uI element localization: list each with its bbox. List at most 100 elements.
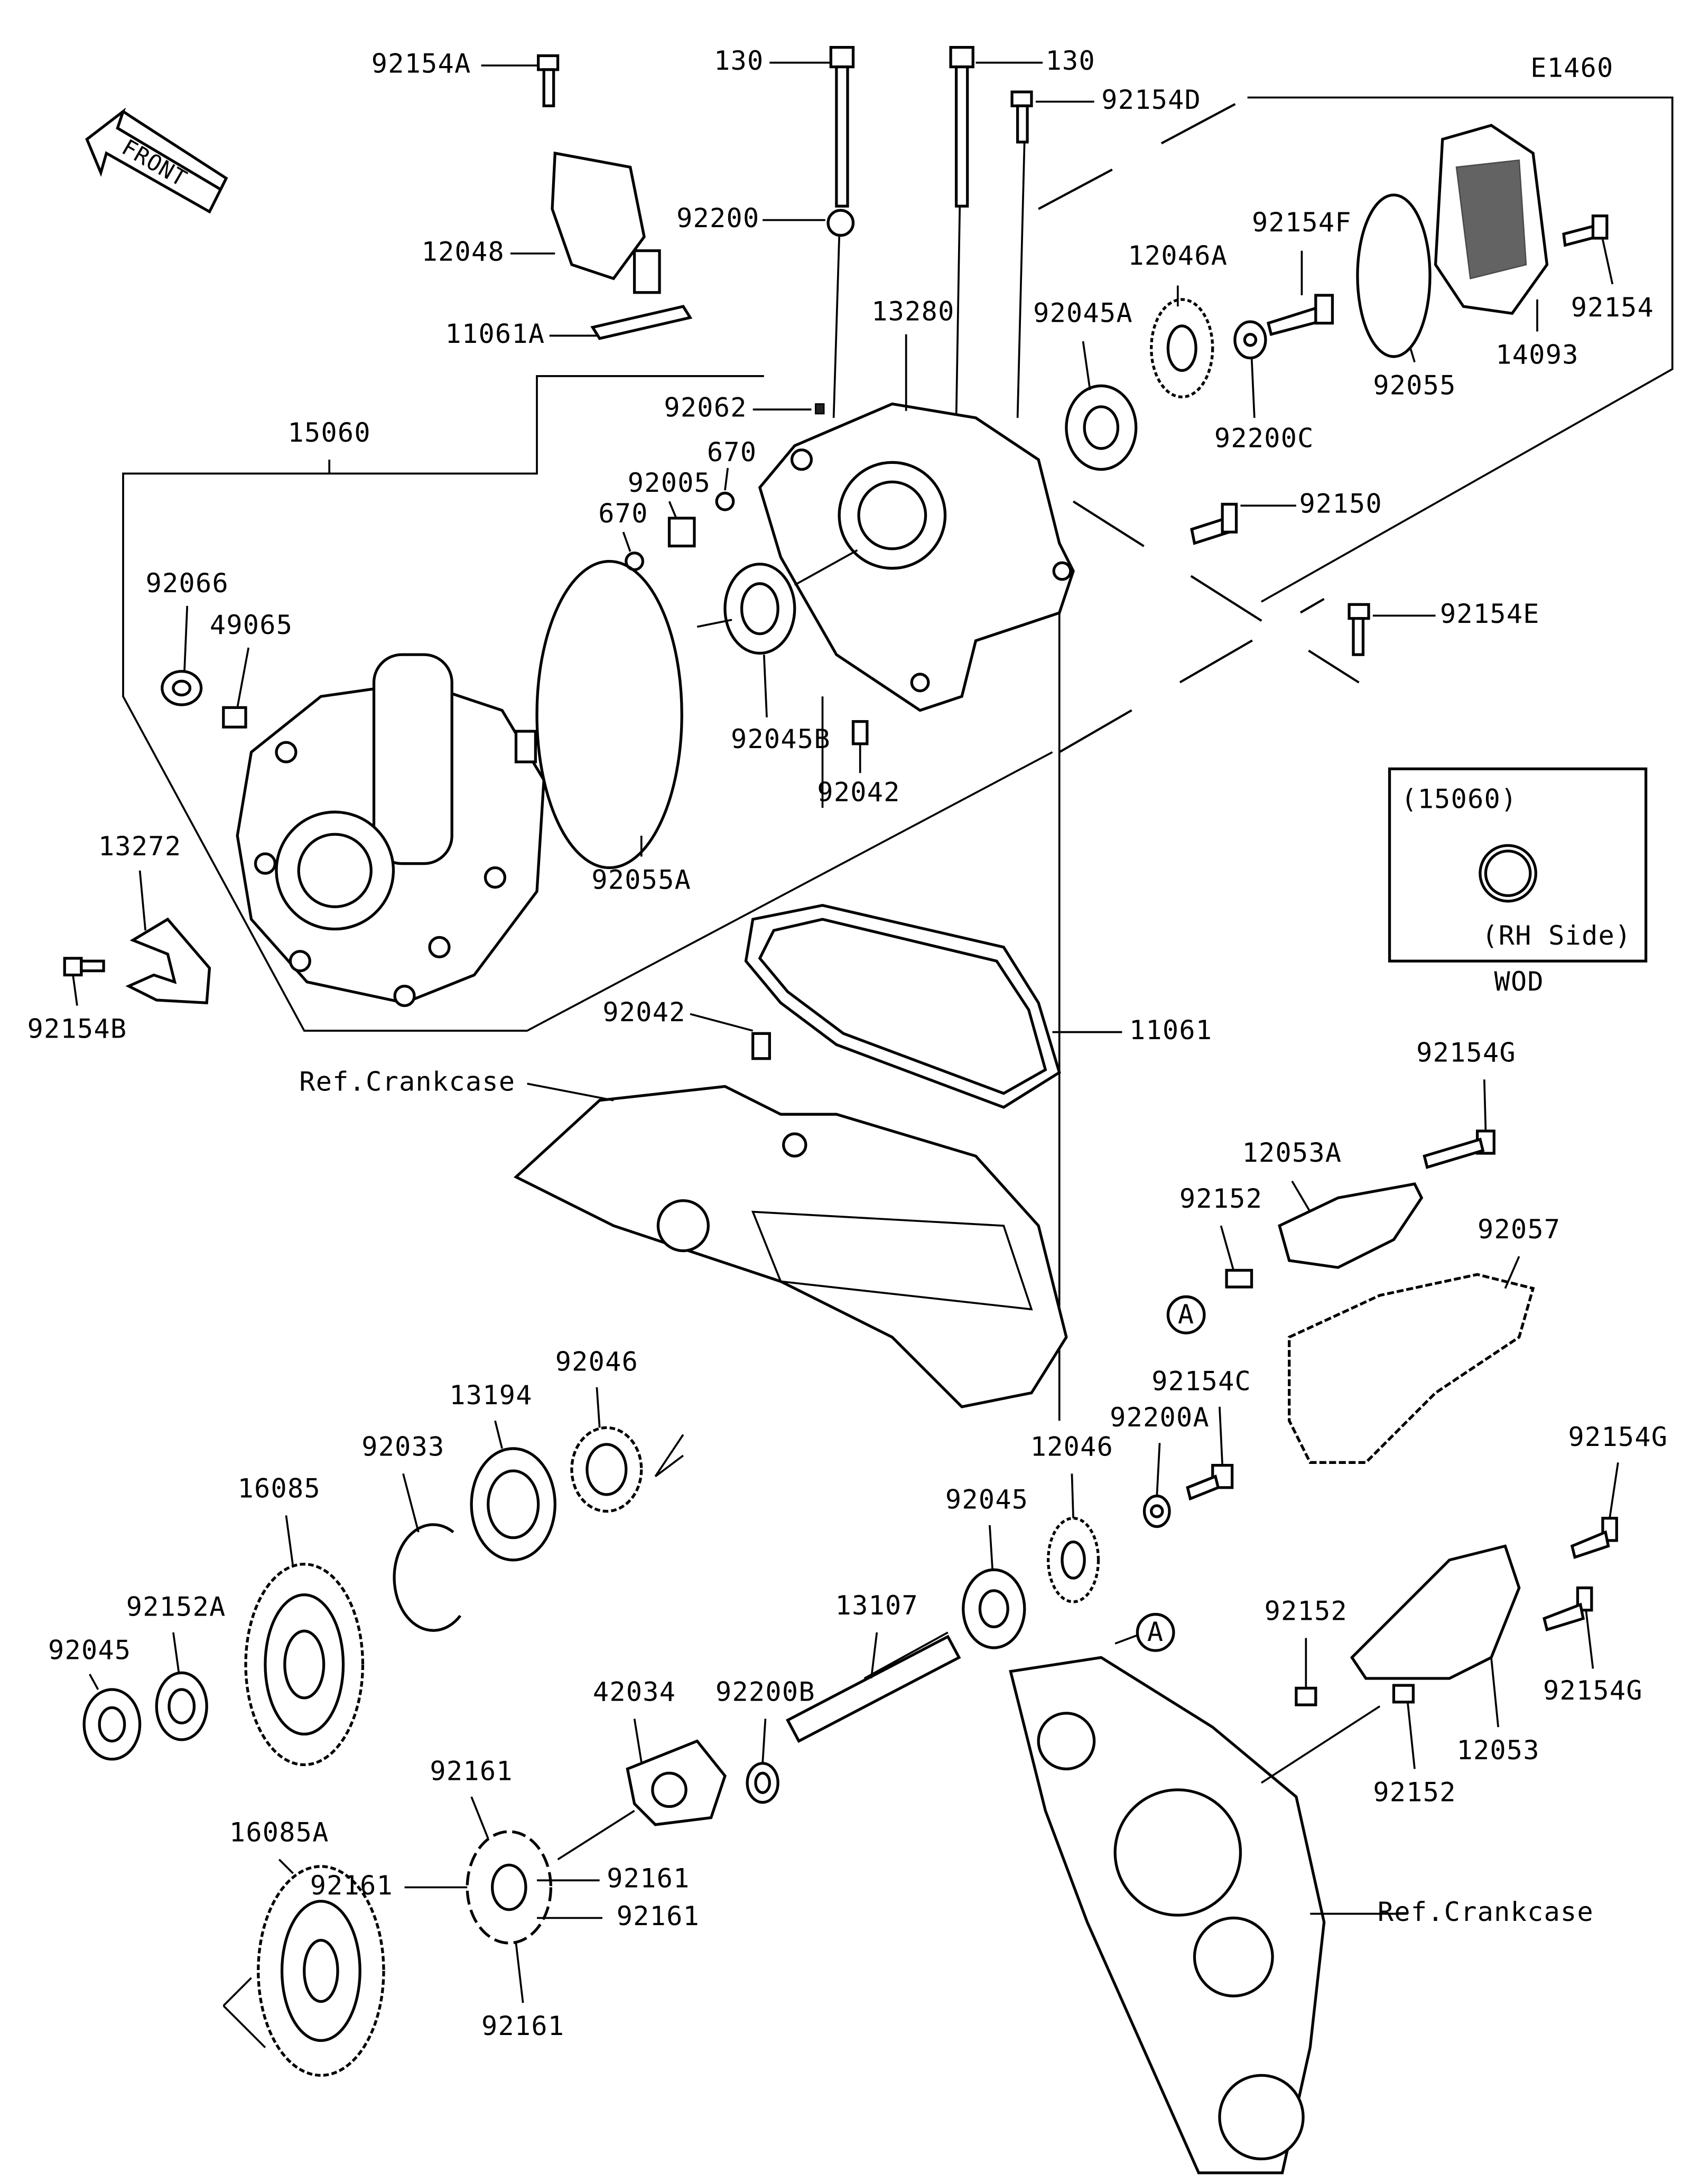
o-ring-92055	[1356, 193, 1432, 358]
bolt-92154G-mid	[1570, 1517, 1618, 1559]
label-130-right: 130	[1046, 45, 1095, 76]
bolt-130-right	[949, 46, 974, 208]
svg-text:A: A	[1147, 1617, 1164, 1647]
label-92200: 92200	[676, 203, 759, 234]
collar-92152-upper	[1225, 1268, 1253, 1289]
label-92045-left: 92045	[48, 1635, 131, 1665]
shaft-13107	[786, 1631, 961, 1743]
label-16085: 16085	[238, 1473, 321, 1504]
inset-ref: (15060)	[1401, 783, 1517, 814]
bolt-92154	[1562, 214, 1609, 247]
inset-wod: (15060) (RH Side) WOD	[1388, 767, 1648, 997]
cover-14093	[1434, 124, 1549, 315]
label-92045A: 92045A	[1033, 297, 1133, 328]
label-13272: 13272	[98, 831, 181, 862]
label-12053A: 12053A	[1242, 1137, 1342, 1168]
gasket-11061	[744, 904, 1061, 1109]
washer-92200C	[1233, 320, 1267, 360]
bolt-92154B	[63, 957, 105, 977]
label-16085A: 16085A	[229, 1817, 329, 1848]
bearing-92045A	[1065, 384, 1138, 471]
collar-92152A	[155, 1671, 208, 1741]
water-pump-15060	[236, 653, 545, 1007]
collar-92152-lower	[1392, 1684, 1415, 1704]
label-92045B: 92045B	[731, 724, 831, 754]
hub-42034	[626, 1739, 727, 1826]
label-92161-bottom: 92161	[481, 2011, 564, 2041]
label-92152A: 92152A	[126, 1592, 226, 1622]
label-92154G-lower: 92154G	[1543, 1675, 1643, 1706]
label-ref-crankcase-lower: Ref.Crankcase	[1378, 1897, 1594, 1927]
o-ring-670-upper	[715, 491, 735, 511]
bolt-92154A	[537, 54, 560, 108]
svg-text:A: A	[1178, 1299, 1194, 1330]
label-92161-right-lower: 92161	[617, 1901, 700, 1931]
label-49065: 49065	[210, 610, 293, 640]
gear-16085A	[257, 1865, 385, 2077]
label-92154C: 92154C	[1151, 1366, 1251, 1397]
label-92066: 92066	[146, 568, 229, 599]
seal-92045B	[723, 563, 796, 655]
cap-92066	[161, 670, 203, 706]
part-49065	[222, 706, 247, 729]
label-92154F: 92154F	[1252, 207, 1352, 238]
label-92042-upper: 92042	[817, 777, 900, 807]
inset-caption: WOD	[1494, 966, 1544, 997]
bolt-130-left	[829, 46, 855, 208]
washer-92200	[826, 209, 855, 237]
label-92045-mid: 92045	[945, 1485, 1028, 1515]
label-12046: 12046	[1030, 1431, 1113, 1462]
plug-92062	[814, 403, 825, 415]
collar-92152-mid	[1295, 1686, 1317, 1706]
label-11061: 11061	[1129, 1015, 1212, 1046]
label-ref-crankcase-upper: Ref.Crankcase	[299, 1067, 515, 1097]
label-92154G-upper: 92154G	[1416, 1037, 1516, 1068]
bearing-92045-left	[82, 1688, 142, 1761]
cover-13280	[758, 402, 1075, 712]
bolt-92154G-upper	[1423, 1130, 1495, 1169]
label-13280: 13280	[871, 296, 954, 327]
label-92055: 92055	[1373, 370, 1456, 400]
label-92154D: 92154D	[1101, 85, 1201, 115]
diagram-code: E1460	[1530, 52, 1613, 83]
label-92055A: 92055A	[591, 864, 691, 895]
chain-92057	[1288, 1273, 1535, 1464]
label-92042-lower: 92042	[602, 997, 685, 1028]
label-92200B: 92200B	[716, 1676, 815, 1707]
label-92152-lower: 92152	[1373, 1777, 1456, 1807]
bearing-92046	[570, 1426, 643, 1513]
bearing-92045-mid	[962, 1568, 1026, 1649]
label-670-lower: 670	[598, 498, 648, 529]
label-92152-upper: 92152	[1179, 1183, 1262, 1214]
gear-12046	[1046, 1517, 1100, 1603]
part-labels: 92154A 130 130 92154D 12048 92200 11061A…	[27, 45, 1667, 2041]
front-label: FRONT	[117, 134, 191, 192]
label-92062: 92062	[664, 393, 747, 423]
crankcase-cover-lower	[1009, 1656, 1326, 2174]
bolt-92150	[1190, 502, 1238, 545]
label-92161-left: 92161	[310, 1870, 393, 1901]
bolt-92154D	[1010, 90, 1033, 144]
label-42034: 42034	[593, 1676, 676, 1707]
crankcase-upper	[513, 1085, 1068, 1408]
leader-lines	[72, 61, 1619, 2048]
label-12048: 12048	[422, 236, 505, 267]
label-15060: 15060	[288, 417, 371, 448]
washer-92200B	[746, 1762, 779, 1804]
callout-a-upper: A	[1166, 1295, 1206, 1334]
dowel-92042-upper	[851, 720, 869, 745]
label-92152-mid: 92152	[1265, 1596, 1348, 1627]
label-92161-top: 92161	[430, 1756, 513, 1787]
label-92046: 92046	[555, 1347, 638, 1377]
damper-92161	[466, 1830, 553, 1945]
label-14093: 14093	[1495, 339, 1578, 370]
one-way-clutch-13194	[470, 1447, 556, 1562]
label-12053: 12053	[1457, 1735, 1540, 1766]
bolt-92154E	[1348, 603, 1370, 656]
chain-guide-12053A	[1278, 1182, 1424, 1269]
label-13194: 13194	[449, 1380, 532, 1411]
bolt-92154G-lower	[1543, 1586, 1593, 1632]
label-670-upper: 670	[707, 437, 757, 468]
gear-12046A	[1150, 298, 1214, 399]
circlip-92033	[393, 1523, 462, 1632]
